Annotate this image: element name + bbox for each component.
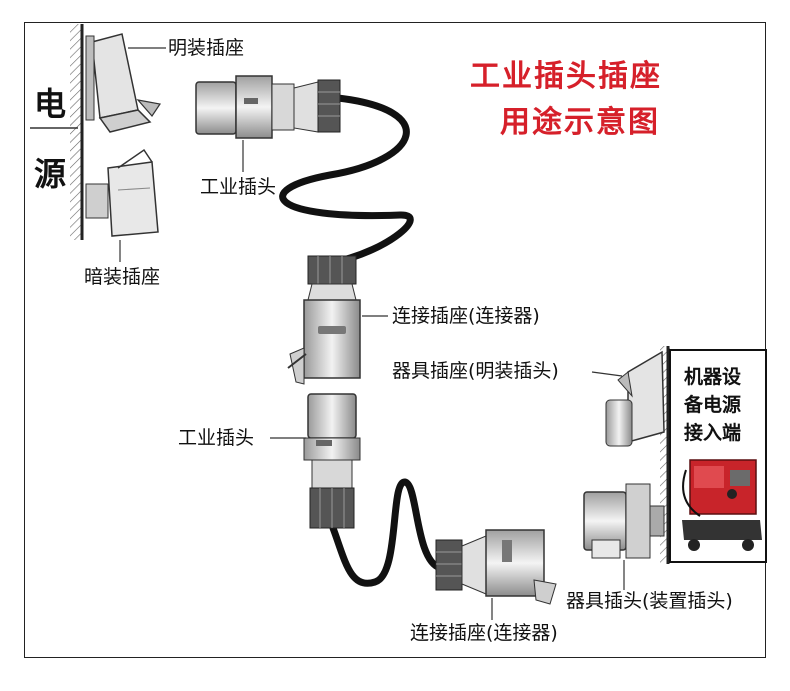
power-source-char-2: 源 <box>34 155 67 193</box>
machine-label-line3: 接入端 <box>684 422 742 444</box>
label-appliance-inlet-surface: 器具插座(明装插头) <box>392 360 559 382</box>
diagram-title-line1: 工业插头插座 <box>470 59 662 94</box>
label-surface-socket: 明装插座 <box>168 37 245 59</box>
connector-bottom-icon <box>435 529 557 605</box>
machine-label-line2: 备电源 <box>684 394 742 416</box>
appliance-plug-icon <box>583 483 665 559</box>
label-concealed-socket: 暗装插座 <box>84 266 161 288</box>
label-connector-mid: 连接插座(连接器) <box>392 305 540 327</box>
machine-label-line1: 机器设 <box>684 366 742 388</box>
concealed-socket-icon <box>85 148 159 237</box>
left-wall <box>30 24 84 240</box>
machine-icon <box>682 459 762 551</box>
right-wall <box>660 346 670 564</box>
label-connector-bottom: 连接插座(连接器) <box>410 622 558 644</box>
diagram-title-line2: 用途示意图 <box>500 105 660 140</box>
industrial-plug-mid-icon <box>303 393 361 529</box>
label-appliance-plug: 器具插头(装置插头) <box>566 590 733 612</box>
connector-mid-icon <box>287 255 361 385</box>
cable-upper <box>279 94 414 266</box>
label-industrial-plug-top: 工业插头 <box>200 176 277 198</box>
industrial-plug-top-icon <box>195 75 341 139</box>
label-industrial-plug-mid: 工业插头 <box>178 427 255 449</box>
leader-lines <box>119 47 625 620</box>
cable-lower <box>329 478 444 587</box>
power-source-char-1: 电 <box>34 85 67 123</box>
appliance-inlet-surface-icon <box>605 350 665 447</box>
machine-box <box>669 349 767 563</box>
surface-socket-icon <box>85 33 162 133</box>
